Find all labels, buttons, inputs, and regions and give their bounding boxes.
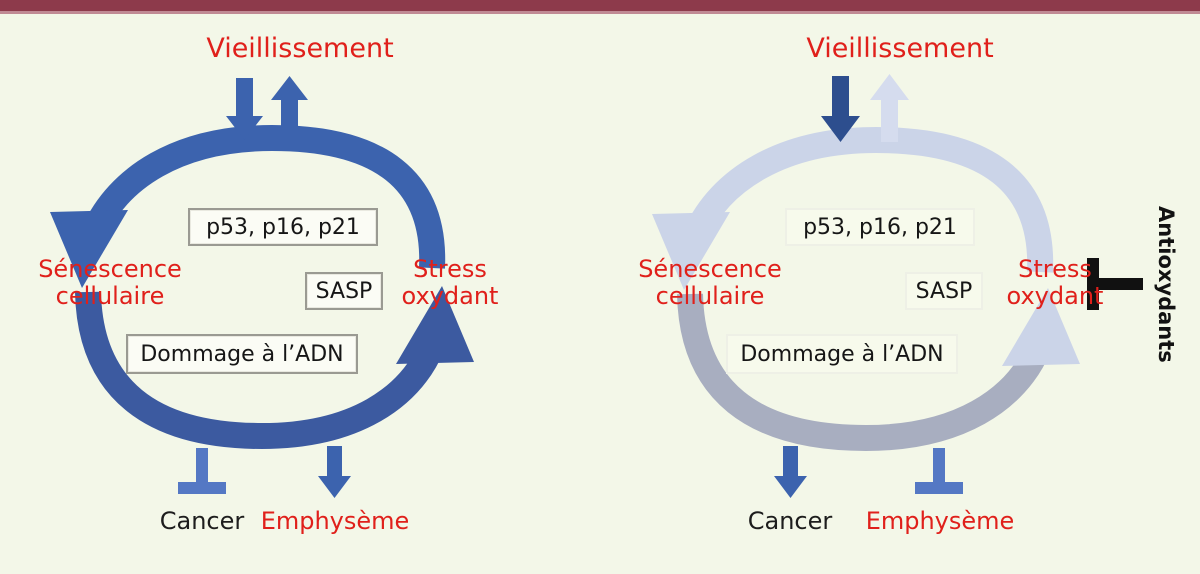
arrow-to-emphyseme bbox=[318, 446, 351, 498]
chip-dommage-adn-right: Dommage à l’ADN bbox=[726, 334, 958, 374]
inhibition-antioxydants-to-stress bbox=[1087, 258, 1143, 310]
arc-upper-arrow-left-faded bbox=[652, 126, 1054, 290]
top-accent-bar bbox=[0, 0, 1200, 11]
label-senescence-right-line1: Sénescence bbox=[638, 255, 782, 283]
arc-lower-arrow-right bbox=[75, 286, 474, 450]
arrow-cycle-to-vieillissement bbox=[271, 76, 308, 140]
inhibition-to-emphyseme-right bbox=[915, 448, 963, 494]
top-accent-underline bbox=[0, 11, 1200, 14]
label-vieillissement-left: Vieillissement bbox=[206, 33, 394, 64]
label-senescence-left-line2: cellulaire bbox=[55, 281, 165, 310]
arrow-vieillissement-to-cycle bbox=[226, 78, 263, 140]
label-stress-oxydant-right: Stress oxydant bbox=[975, 256, 1135, 310]
arc-lower-arrow-right-faded bbox=[677, 288, 1080, 452]
chip-sasp-left: SASP bbox=[305, 272, 383, 310]
label-vieillissement-right: Vieillissement bbox=[806, 33, 994, 64]
arrow-vieillissement-to-cycle-right bbox=[821, 76, 860, 142]
label-senescence-left-line1: Sénescence bbox=[38, 255, 182, 283]
label-senescence-right-line2: cellulaire bbox=[655, 281, 765, 310]
arc-upper-arrow-left bbox=[50, 124, 446, 288]
right-panel-graphics bbox=[652, 74, 1143, 498]
chip-p53-p16-p21-right: p53, p16, p21 bbox=[785, 208, 975, 246]
label-stress-left-line1: Stress bbox=[413, 255, 487, 283]
chip-sasp-right: SASP bbox=[905, 272, 983, 310]
chip-p53-p16-p21-left: p53, p16, p21 bbox=[188, 208, 378, 246]
label-stress-oxydant-left: Stress oxydant bbox=[370, 256, 530, 310]
label-cancer-right: Cancer bbox=[747, 507, 833, 535]
label-stress-right-line1: Stress bbox=[1018, 255, 1092, 283]
left-panel-graphics bbox=[50, 76, 474, 498]
label-emphyseme-right: Emphysème bbox=[865, 507, 1015, 535]
inhibition-to-cancer bbox=[178, 448, 226, 494]
label-emphyseme-left: Emphysème bbox=[260, 507, 410, 535]
label-stress-right-line2: oxydant bbox=[1006, 281, 1104, 310]
chip-dommage-adn-left: Dommage à l’ADN bbox=[126, 334, 358, 374]
label-stress-left-line2: oxydant bbox=[401, 281, 499, 310]
arrow-cycle-to-vieillissement-right bbox=[870, 74, 909, 142]
label-antioxydants: Antioxydants bbox=[1154, 206, 1178, 363]
label-senescence-right: Sénescence cellulaire bbox=[610, 256, 810, 310]
panel-right-cycle: Vieillissement Sénescence cellulaire Str… bbox=[600, 0, 1200, 574]
label-cancer-left: Cancer bbox=[159, 507, 245, 535]
panel-left-cycle: Vieillissement Sénescence cellulaire Str… bbox=[10, 33, 530, 535]
label-senescence-left: Sénescence cellulaire bbox=[10, 256, 210, 310]
arrow-to-cancer-right bbox=[774, 446, 807, 498]
